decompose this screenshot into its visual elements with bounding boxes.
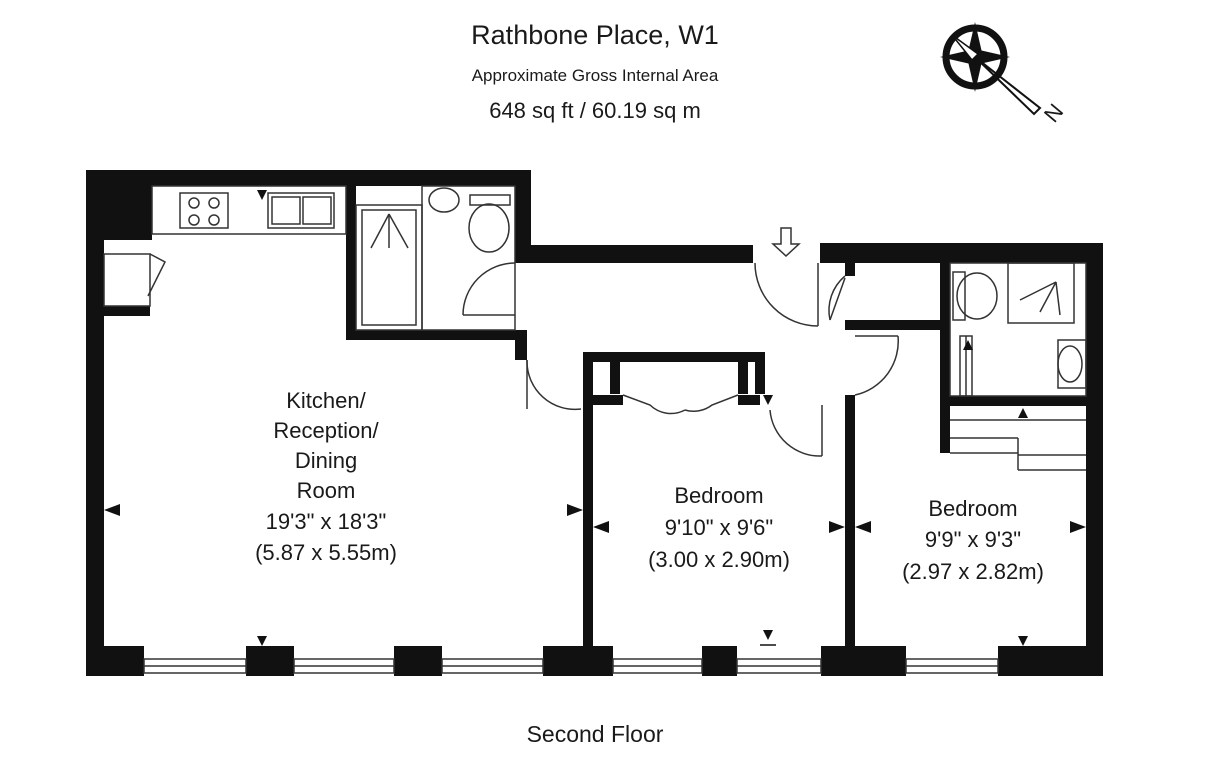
kitchen-dimensions-imperial: 19'3" x 18'3" <box>266 509 387 534</box>
plan-title: Rathbone Place, W1 <box>471 20 719 50</box>
dimension-markers <box>104 190 1086 646</box>
bedroom2-dimensions-imperial: 9'9" x 9'3" <box>925 527 1021 552</box>
bedroom1-dimensions-imperial: 9'10" x 9'6" <box>665 515 773 540</box>
ensuite-toilet-icon <box>952 271 966 321</box>
compass-north-label: N <box>1039 99 1068 127</box>
kitchen-label-line3: Dining <box>295 448 357 473</box>
compass-icon: N <box>940 22 1068 127</box>
wardrobe <box>950 419 1086 471</box>
hob-icon <box>179 192 229 229</box>
room-label-bedroom1: Bedroom 9'10" x 9'6" (3.00 x 2.90m) <box>648 483 790 572</box>
entrance-arrow-icon <box>771 227 801 258</box>
toilet-icon <box>469 194 511 206</box>
kitchen-label-line4: Room <box>297 478 356 503</box>
bedroom2-dimensions-metric: (2.97 x 2.82m) <box>902 559 1044 584</box>
bathroom-fittings <box>355 185 516 331</box>
kitchen-label-line2: Reception/ <box>273 418 379 443</box>
kitchen-fittings <box>103 185 347 307</box>
sink-icon <box>267 192 335 229</box>
bedroom1-dimensions-metric: (3.00 x 2.90m) <box>648 547 790 572</box>
basin-icon <box>428 187 460 213</box>
kitchen-dimensions-metric: (5.87 x 5.55m) <box>255 540 397 565</box>
ensuite-fittings <box>949 262 1087 397</box>
bedroom1-label: Bedroom <box>674 483 763 508</box>
room-label-kitchen: Kitchen/ Reception/ Dining Room 19'3" x … <box>255 388 397 565</box>
bedroom2-label: Bedroom <box>928 496 1017 521</box>
interior-walls <box>104 186 1086 646</box>
door-swings <box>526 262 899 457</box>
shower-icon <box>1007 262 1075 324</box>
area-value: 648 sq ft / 60.19 sq m <box>489 98 701 123</box>
exterior-walls <box>86 170 1103 676</box>
floor-label: Second Floor <box>526 721 664 747</box>
kitchen-label-line1: Kitchen/ <box>286 388 366 413</box>
area-caption: Approximate Gross Internal Area <box>471 66 719 85</box>
windows <box>143 658 999 674</box>
room-label-bedroom2: Bedroom 9'9" x 9'3" (2.97 x 2.82m) <box>902 496 1044 584</box>
